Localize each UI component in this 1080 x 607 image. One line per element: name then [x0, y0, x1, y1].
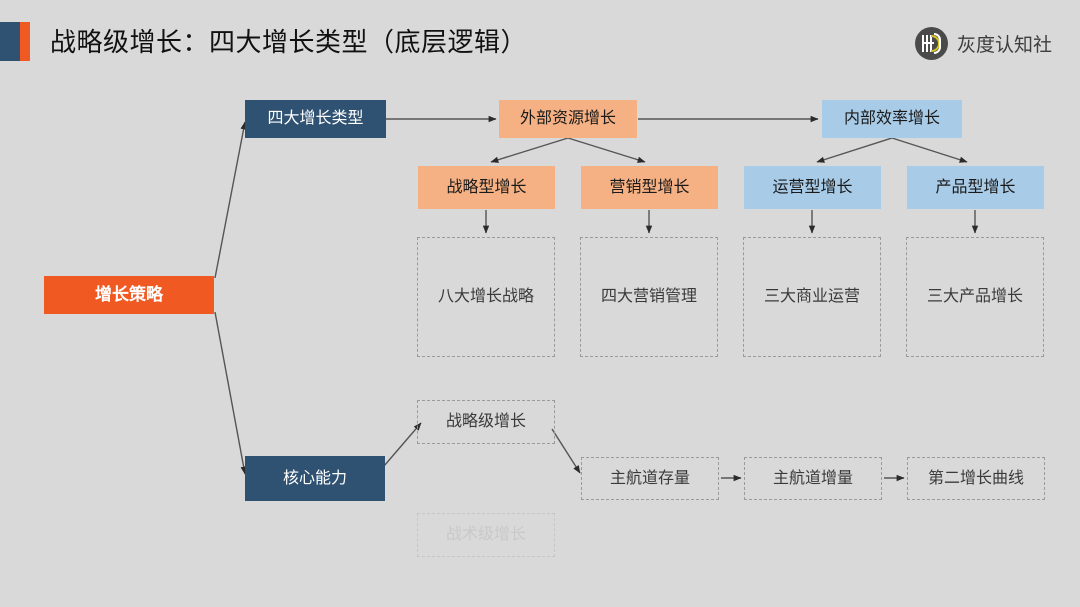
- node-label: 核心能力: [282, 469, 347, 487]
- brand-logo: 灰度认知社: [914, 26, 1052, 60]
- node-product-growth-type[interactable]: 产品型增长: [907, 166, 1044, 209]
- node-label: 内部效率增长: [843, 110, 940, 128]
- page-title: 战略级增长：四大增长类型（底层逻辑）: [50, 27, 528, 57]
- node-label: 战略级增长: [445, 413, 526, 431]
- node-root-growth-strategy[interactable]: 增长策略: [44, 276, 214, 314]
- panel-label: 三大产品增长: [926, 288, 1023, 306]
- panel-three-business-operations[interactable]: 三大商业运营: [743, 237, 881, 357]
- panel-three-product-growth[interactable]: 三大产品增长: [906, 237, 1044, 357]
- node-label: 战术级增长: [445, 526, 526, 544]
- node-operations-growth-type[interactable]: 运营型增长: [744, 166, 881, 209]
- chain-label: 第二增长曲线: [927, 469, 1024, 487]
- chain-label: 主航道增量: [772, 469, 853, 487]
- node-label: 产品型增长: [935, 178, 1016, 196]
- panel-four-marketing-management[interactable]: 四大营销管理: [580, 237, 718, 357]
- node-label: 四大增长类型: [267, 110, 364, 128]
- chain-item-main-channel-stock[interactable]: 主航道存量: [581, 457, 719, 500]
- panel-label: 八大增长战略: [437, 288, 534, 306]
- node-four-growth-types[interactable]: 四大增长类型: [245, 100, 386, 138]
- header-accent-orange: [20, 22, 30, 61]
- chain-item-main-channel-increment[interactable]: 主航道增量: [744, 457, 882, 500]
- node-label: 外部资源增长: [519, 110, 616, 128]
- node-core-capability[interactable]: 核心能力: [245, 456, 385, 501]
- node-label: 增长策略: [95, 284, 163, 304]
- header-accent-mark: [0, 22, 30, 61]
- node-marketing-growth-type[interactable]: 营销型增长: [581, 166, 718, 209]
- brand-name: 灰度认知社: [956, 34, 1052, 56]
- node-tactical-level-growth[interactable]: 战术级增长: [417, 513, 555, 557]
- panel-label: 三大商业运营: [763, 288, 860, 306]
- chain-label: 主航道存量: [609, 469, 690, 487]
- node-label: 战略型增长: [446, 178, 527, 196]
- chain-item-second-growth-curve[interactable]: 第二增长曲线: [907, 457, 1045, 500]
- panel-label: 四大营销管理: [600, 288, 697, 306]
- hd-circle-logo-icon: [914, 26, 948, 60]
- node-internal-efficiency-growth[interactable]: 内部效率增长: [822, 100, 962, 138]
- node-strategic-level-growth[interactable]: 战略级增长: [417, 400, 555, 444]
- header-accent-navy: [0, 22, 20, 61]
- node-strategic-growth-type[interactable]: 战略型增长: [418, 166, 555, 209]
- node-label: 营销型增长: [609, 178, 690, 196]
- panel-eight-growth-strategies[interactable]: 八大增长战略: [417, 237, 555, 357]
- node-label: 运营型增长: [772, 178, 853, 196]
- node-external-resource-growth[interactable]: 外部资源增长: [499, 100, 637, 138]
